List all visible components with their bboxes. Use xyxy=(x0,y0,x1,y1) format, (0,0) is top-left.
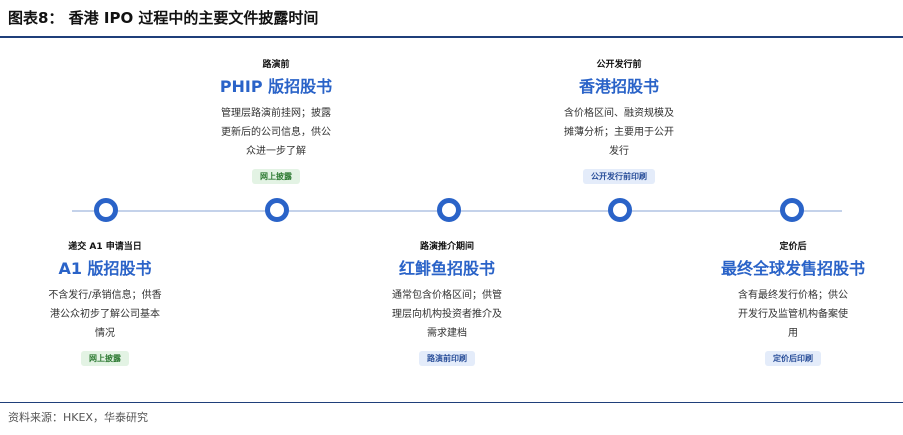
stage-tag: 递交 A1 申请当日 xyxy=(68,242,142,252)
timeline-node-hk-prospectus xyxy=(608,198,632,222)
timeline-node-red-herring xyxy=(437,198,461,222)
status-badge: 定价后印刷 xyxy=(765,351,821,366)
stage-final: 定价后 最终全球发售招股书 含有最终发行价格；供公 开发行及监管机构备案使 用 … xyxy=(693,240,893,366)
status-badge: 公开发行前印刷 xyxy=(583,169,655,184)
title-bar: 图表8： 香港 IPO 过程中的主要文件披露时间 xyxy=(0,0,903,38)
figure-title: 图表8： 香港 IPO 过程中的主要文件披露时间 xyxy=(8,9,319,27)
stage-phip: 路演前 PHIP 版招股书 管理层路演前挂网；披露 更新后的公司信息，供公 众进… xyxy=(176,58,376,184)
timeline-node-a1 xyxy=(94,198,118,222)
stage-description: 含有最终发行价格；供公 开发行及监管机构备案使 用 xyxy=(738,290,848,339)
stage-tag: 公开发行前 xyxy=(596,60,642,70)
stage-name: 红鲱鱼招股书 xyxy=(398,259,495,278)
timeline-node-final xyxy=(780,198,804,222)
stage-name: PHIP 版招股书 xyxy=(219,77,333,96)
status-badge: 网上披露 xyxy=(81,351,129,366)
timeline-node-phip xyxy=(265,198,289,222)
stage-description: 含价格区间、融资规模及 摊薄分析；主要用于公开 发行 xyxy=(564,108,674,157)
status-badge: 网上披露 xyxy=(252,169,300,184)
stage-name: 香港招股书 xyxy=(578,77,659,96)
stage-name: A1 版招股书 xyxy=(58,259,152,278)
stage-description: 通常包含价格区间；供管 理层向机构投资者推介及 需求建档 xyxy=(392,290,502,339)
stage-description: 不含发行/承销信息；供香 港公众初步了解公司基本 情况 xyxy=(48,290,162,339)
stage-tag: 路演推介期间 xyxy=(419,242,474,252)
stage-hk-prospectus: 公开发行前 香港招股书 含价格区间、融资规模及 摊薄分析；主要用于公开 发行 公… xyxy=(519,58,719,184)
source-note: 资料来源：HKEX，华泰研究 xyxy=(8,411,148,424)
stage-red-herring: 路演推介期间 红鲱鱼招股书 通常包含价格区间；供管 理层向机构投资者推介及 需求… xyxy=(347,240,547,366)
stage-tag: 定价后 xyxy=(779,242,807,252)
stage-name: 最终全球发售招股书 xyxy=(720,259,865,278)
footer-divider xyxy=(0,402,903,403)
stage-description: 管理层路演前挂网；披露 更新后的公司信息，供公 众进一步了解 xyxy=(221,108,331,157)
stage-tag: 路演前 xyxy=(262,60,290,70)
stage-a1: 递交 A1 申请当日 A1 版招股书 不含发行/承销信息；供香 港公众初步了解公… xyxy=(5,240,205,366)
status-badge: 路演前印刷 xyxy=(419,351,475,366)
